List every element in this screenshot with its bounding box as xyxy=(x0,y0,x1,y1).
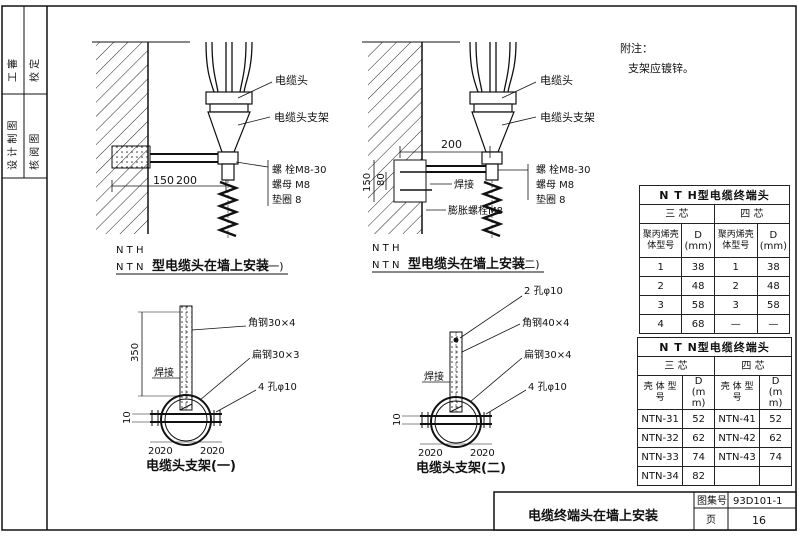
view2-label-nut: 螺母 M8 xyxy=(536,179,574,191)
view2-label-weld: 焊接 xyxy=(454,178,474,191)
view1-caption-prefix-top: N T H xyxy=(116,245,143,256)
bracket1-label-weld: 焊接 xyxy=(154,366,174,379)
nth-col-d-4: D(mm) xyxy=(756,223,791,258)
bracket2-label-flat: 扁钢30×4 xyxy=(524,348,571,361)
wall-hatch xyxy=(96,42,148,234)
bracket2-caption: 电缆头支架(二) xyxy=(416,460,506,476)
bracket1-drawing xyxy=(132,305,257,446)
ntn-col-d-4: D(m m) xyxy=(759,375,792,410)
view1-caption-prefix-bottom: N T N xyxy=(116,262,143,273)
view1-drawing xyxy=(92,41,273,240)
view2-caption-main: 型电缆头在墙上安装 xyxy=(408,256,525,272)
side-label-b: 校 定 xyxy=(28,59,41,82)
nth-col-d-3: D(mm) xyxy=(681,223,715,258)
nth-group-four: 四 芯 xyxy=(713,204,791,224)
ntn-col-d-3: D(m m) xyxy=(682,375,715,410)
bracket2-dim-bottom-1: 20 xyxy=(430,448,443,459)
side-label-d: 核 阅 图 xyxy=(28,134,41,170)
view1-caption-main: 型电缆头在墙上安装 xyxy=(152,258,269,274)
title-block-page-no: 16 xyxy=(752,514,766,527)
view2-drawing xyxy=(362,41,537,240)
nth-col-model-3: 聚丙烯壳体型号 xyxy=(638,223,683,258)
bracket1-dim-bottom-1: 20 xyxy=(160,446,173,457)
view2-label-cable-head: 电缆头 xyxy=(540,74,573,87)
ntn-group-four: 四 芯 xyxy=(713,356,793,376)
ntn-group-three: 三 芯 xyxy=(637,356,715,376)
bracket2-label-weld: 焊接 xyxy=(424,370,444,383)
bracket1-caption: 电缆头支架(一) xyxy=(146,458,236,474)
view1-label-nut: 螺母 M8 xyxy=(272,179,310,191)
note-title: 附注： xyxy=(620,41,653,55)
view2-dim-80: 80 xyxy=(376,173,387,186)
view1-caption-suffix: (一) xyxy=(264,260,284,273)
bracket1-dim-bottom-3: 20 xyxy=(212,446,225,457)
bracket2-dim-bottom-0: 20 xyxy=(418,448,431,459)
side-label-c: 设 计 制 图 xyxy=(6,120,19,170)
ntn-col-model-4: 壳 体 型 号 xyxy=(713,375,761,410)
bracket2-drawing xyxy=(402,295,527,448)
bracket2-label-angle: 角钢40×4 xyxy=(522,316,569,329)
view2-dim-200: 200 xyxy=(441,138,462,151)
nth-col-model-4: 聚丙烯壳体型号 xyxy=(713,223,758,258)
title-block-atlas-no: 93D101-1 xyxy=(733,496,782,507)
view2-label-expansion: 膨胀螺栓M8 xyxy=(448,204,503,217)
view2-caption-prefix-top: N T H xyxy=(372,243,399,254)
ntn-table-title: N T N型电缆终端头 xyxy=(637,337,792,357)
view2-label-bracket: 电缆头支架 xyxy=(540,111,595,124)
nth-table-title: N T H型电缆终端头 xyxy=(639,185,790,205)
view1-dim-150: 150 xyxy=(153,174,174,187)
bracket1-label-flat: 扁钢30×3 xyxy=(252,348,299,361)
bracket2-dim-bottom-2: 20 xyxy=(470,448,483,459)
view1-dim-200: 200 xyxy=(176,174,197,187)
bracket1-dim-10: 10 xyxy=(122,411,133,424)
view1-label-cable-head: 电缆头 xyxy=(275,74,308,87)
title-block-frame xyxy=(493,491,797,531)
title-block-title: 电缆终端头在墙上安装 xyxy=(528,508,658,524)
side-strip: 工 審 校 定 设 计 制 图 核 阅 图 xyxy=(6,59,41,170)
nth-table: N T H型电缆终端头 三 芯四 芯 聚丙烯壳体型号 D(mm) 聚丙烯壳体型号… xyxy=(638,185,791,334)
bracket2-dim-bottom-3: 20 xyxy=(482,448,495,459)
view2-caption-suffix: (二) xyxy=(520,258,540,271)
bracket1-label-holes: 4 孔φ10 xyxy=(258,381,297,393)
view2-label-washer: 垫圈 8 xyxy=(536,193,566,206)
bracket1-dim-350: 350 xyxy=(130,343,141,362)
bracket2-label-holes-top: 2 孔φ10 xyxy=(524,285,563,297)
side-label-a: 工 審 xyxy=(6,59,19,82)
bracket1-dim-bottom-0: 20 xyxy=(148,446,161,457)
view1-label-bolt: 螺 栓M8-30 xyxy=(272,163,327,176)
view2-label-bolt: 螺 栓M8-30 xyxy=(536,163,591,176)
title-block-atlas-label: 图集号 xyxy=(697,494,727,507)
view2-dim-150: 150 xyxy=(362,173,373,192)
bracket1-dim-bottom-2: 20 xyxy=(200,446,213,457)
bracket2-dim-10: 10 xyxy=(392,413,403,426)
view1-label-bracket: 电缆头支架 xyxy=(274,111,329,124)
view1-label-washer: 垫圈 8 xyxy=(272,193,302,206)
bracket2-label-holes: 4 孔φ10 xyxy=(528,381,567,393)
ntn-table: N T N型电缆终端头 三 芯四 芯 壳 体 型 号 D(m m) 壳 体 型 … xyxy=(636,337,793,486)
outer-frame xyxy=(1,5,797,531)
nth-group-three: 三 芯 xyxy=(639,204,715,224)
title-block-page-label: 页 xyxy=(706,514,716,526)
bracket1-label-angle: 角钢30×4 xyxy=(248,316,295,329)
note-text: 支架应镀锌。 xyxy=(628,61,694,75)
ntn-col-model-3: 壳 体 型 号 xyxy=(636,375,684,410)
view2-caption-prefix-bottom: N T N xyxy=(372,260,399,271)
